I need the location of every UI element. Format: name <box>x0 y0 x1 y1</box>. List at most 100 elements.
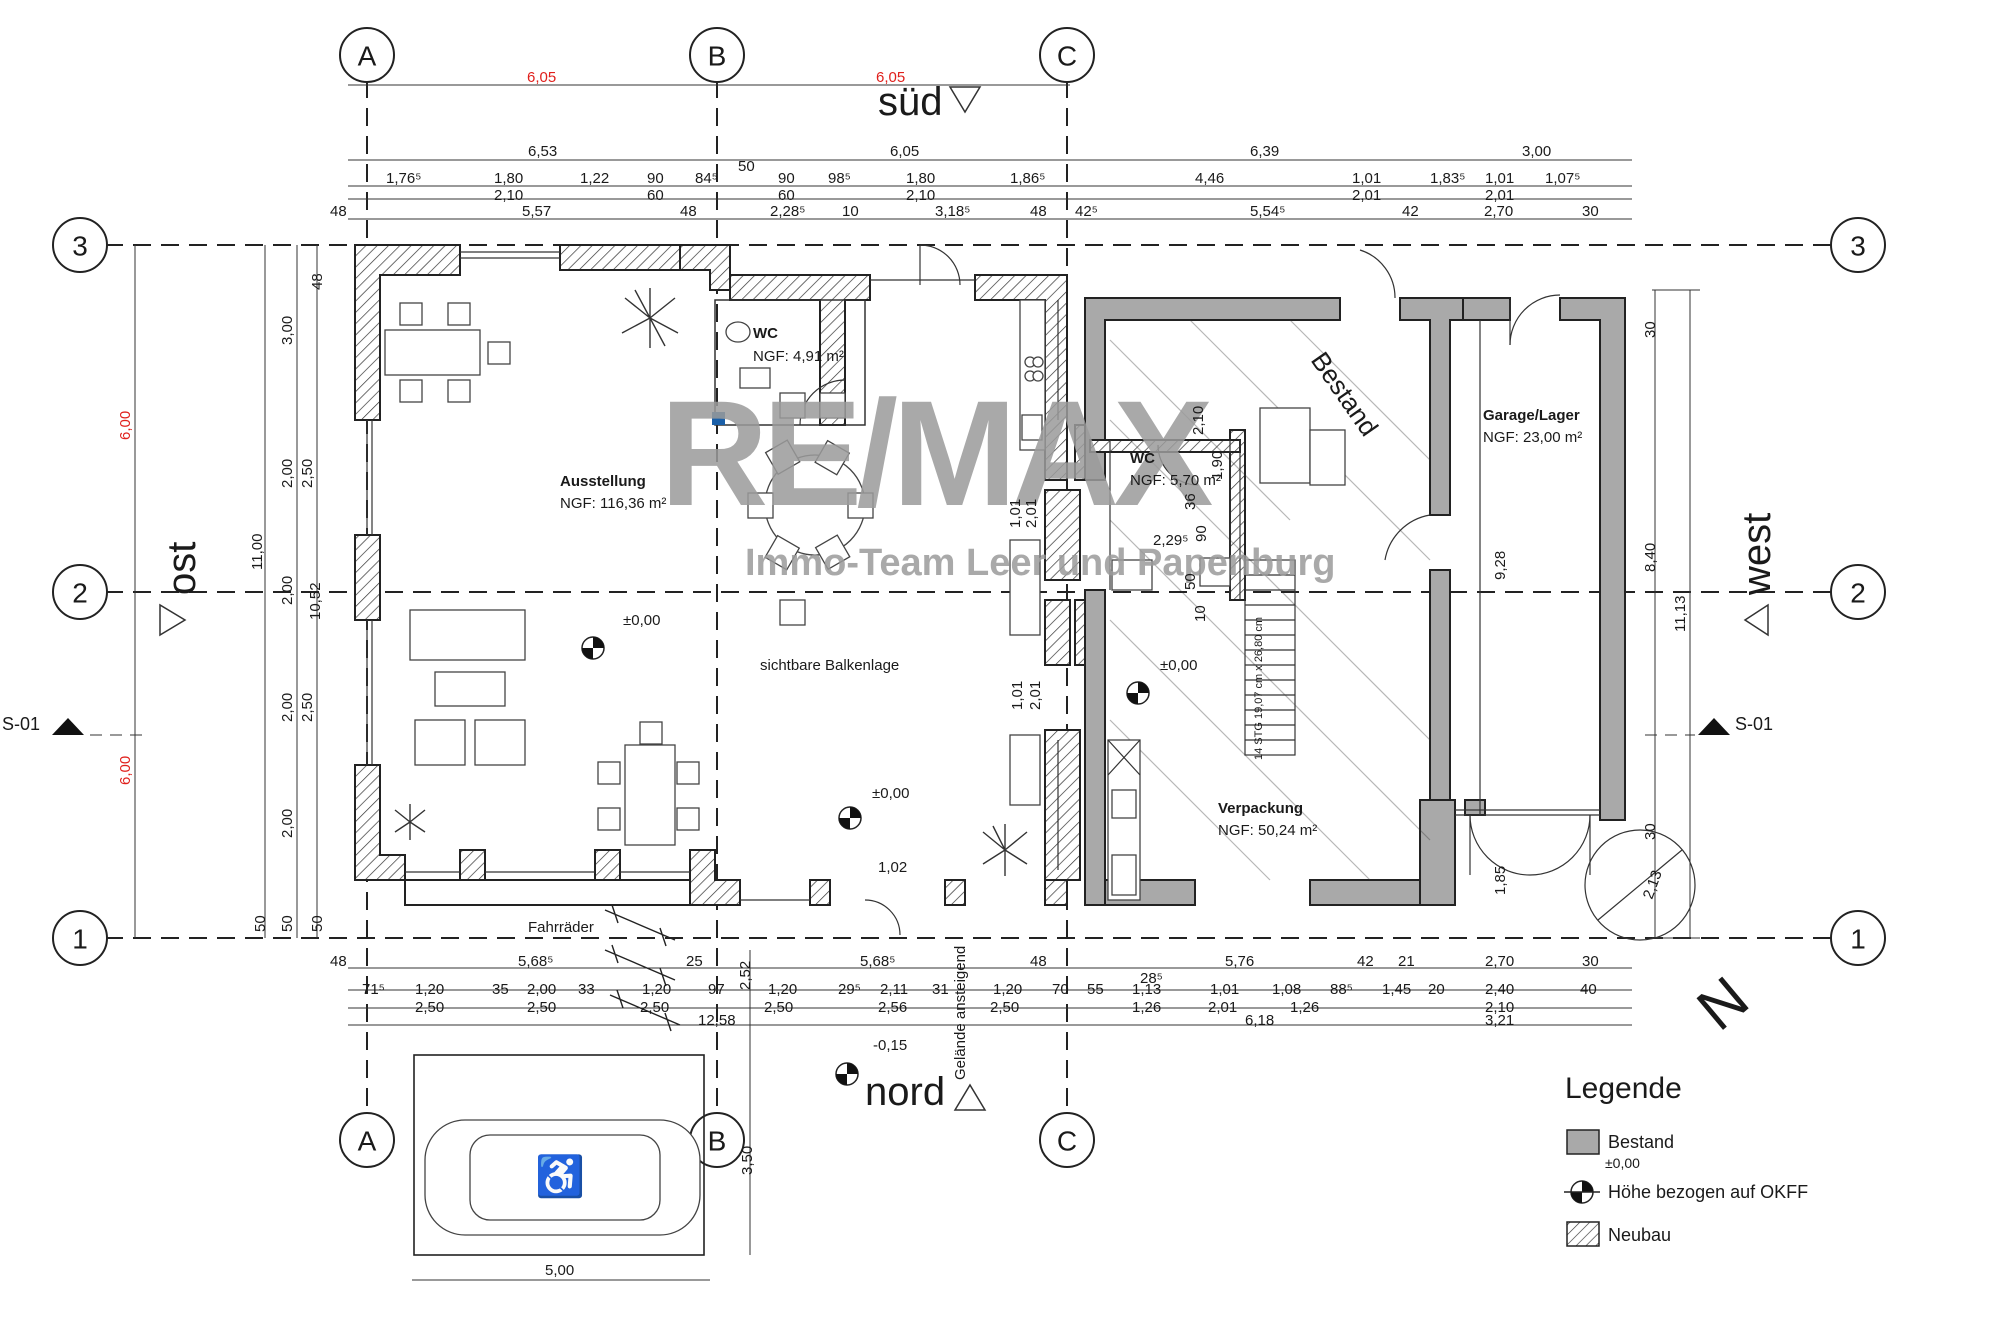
watermark-tagline: Immo-Team Leer und Papenburg <box>745 542 1335 584</box>
svg-text:5,00: 5,00 <box>545 1262 574 1279</box>
svg-text:40: 40 <box>1580 981 1597 998</box>
svg-text:98⁵: 98⁵ <box>828 170 851 187</box>
svg-text:30: 30 <box>1582 203 1599 220</box>
axis-bubbles: A B C A B C 3 2 1 3 2 1 <box>52 27 1886 1168</box>
svg-text:2,01: 2,01 <box>1485 187 1514 204</box>
svg-text:2,00: 2,00 <box>279 576 296 605</box>
axis-bubble-3-left: 3 <box>52 217 108 273</box>
svg-text:3: 3 <box>72 231 88 262</box>
bottom-dimensions: 48 5,68⁵ 25 5,68⁵ 48 28⁵ 5,76 42 21 2,70… <box>330 859 1599 1279</box>
axis-bubble-a-top: A <box>339 27 395 83</box>
stair: 14 STG 19,07 cm x 26,80 cm <box>1244 559 1296 760</box>
furniture <box>384 302 874 846</box>
right-dimensions: 30 9,28 8,40 11,13 30 1,85 2,13 <box>1492 321 1689 901</box>
svg-text:6,05: 6,05 <box>876 69 905 86</box>
svg-text:A: A <box>358 1126 377 1157</box>
svg-text:50: 50 <box>309 915 326 932</box>
watermark-logo: RE/MAX <box>660 369 1212 537</box>
svg-text:C: C <box>1057 1126 1077 1157</box>
svg-text:3,50: 3,50 <box>739 1146 756 1175</box>
legend-level-icon <box>1564 1180 1600 1204</box>
svg-text:1: 1 <box>1850 924 1866 955</box>
svg-text:2,50: 2,50 <box>527 999 556 1016</box>
note-beams: sichtbare Balkenlage <box>760 657 899 674</box>
svg-text:90: 90 <box>647 170 664 187</box>
svg-text:12,58: 12,58 <box>698 1012 736 1029</box>
svg-text:2,11: 2,11 <box>880 981 908 998</box>
svg-text:1,01: 1,01 <box>1352 170 1381 187</box>
legend-level-value: ±0,00 <box>1605 1155 1640 1171</box>
svg-text:14 STG 19,07 cm x 26,80 cm: 14 STG 19,07 cm x 26,80 cm <box>1253 617 1265 760</box>
axis-bubble-1-right: 1 <box>1830 910 1886 966</box>
svg-text:3,00: 3,00 <box>1522 143 1551 160</box>
svg-text:21: 21 <box>1398 953 1415 970</box>
walls-existing <box>1084 297 1626 906</box>
svg-text:30: 30 <box>1582 953 1599 970</box>
svg-text:3,21: 3,21 <box>1485 1012 1514 1029</box>
svg-text:5,68⁵: 5,68⁵ <box>860 953 895 970</box>
svg-text:B: B <box>708 41 727 72</box>
svg-text:50: 50 <box>1182 573 1199 590</box>
svg-text:4,46: 4,46 <box>1195 170 1224 187</box>
svg-text:2: 2 <box>72 578 88 609</box>
svg-text:1,26: 1,26 <box>1132 999 1161 1016</box>
room-area-verpackung: NGF: 50,24 m² <box>1218 822 1317 839</box>
legend-swatch-new <box>1566 1221 1600 1247</box>
axis-bubble-a-bottom: A <box>339 1112 395 1168</box>
svg-text:C: C <box>1057 41 1077 72</box>
legend: Legende Bestand ±0,00 Höhe bezogen auf O… <box>1564 1072 1808 1247</box>
svg-text:2,10: 2,10 <box>1190 406 1207 435</box>
svg-text:6,00: 6,00 <box>117 411 134 440</box>
svg-text:B: B <box>708 1126 727 1157</box>
svg-text:2,50: 2,50 <box>764 999 793 1016</box>
legend-title: Legende <box>1565 1072 1682 1105</box>
svg-text:1,45: 1,45 <box>1382 981 1411 998</box>
svg-text:2,00: 2,00 <box>279 459 296 488</box>
axis-bubble-c-bottom: C <box>1039 1112 1095 1168</box>
legend-label-level: Höhe bezogen auf OKFF <box>1608 1182 1808 1202</box>
svg-text:50: 50 <box>738 158 755 175</box>
svg-text:88⁵: 88⁵ <box>1330 981 1353 998</box>
svg-text:71⁵: 71⁵ <box>362 981 385 998</box>
svg-text:50: 50 <box>252 915 269 932</box>
svg-text:3: 3 <box>1850 231 1866 262</box>
room-name-garage: Garage/Lager <box>1483 407 1580 424</box>
dimension-lines <box>134 84 1700 1281</box>
left-dimensions: 48 3,00 2,00 2,50 2,00 2,00 2,50 2,00 50… <box>249 273 326 932</box>
svg-text:6,05: 6,05 <box>527 69 556 86</box>
svg-text:2,50: 2,50 <box>299 693 316 722</box>
svg-text:3,18⁵: 3,18⁵ <box>935 203 970 220</box>
direction-east: ost <box>160 542 204 595</box>
svg-text:1,80: 1,80 <box>494 170 523 187</box>
svg-text:2: 2 <box>1850 578 1866 609</box>
direction-west: west <box>1735 513 1779 596</box>
svg-text:2,01: 2,01 <box>1352 187 1381 204</box>
svg-text:2,52: 2,52 <box>737 961 754 990</box>
svg-text:±0,00: ±0,00 <box>872 785 909 802</box>
svg-text:90: 90 <box>778 170 795 187</box>
svg-text:30: 30 <box>1642 321 1659 338</box>
svg-text:5,57: 5,57 <box>522 203 551 220</box>
svg-text:90: 90 <box>1193 525 1210 542</box>
svg-text:2,10: 2,10 <box>1485 999 1514 1016</box>
axis-bubble-2-right: 2 <box>1830 564 1886 620</box>
svg-text:8,40: 8,40 <box>1642 543 1659 572</box>
legend-swatch-existing <box>1566 1129 1600 1155</box>
svg-text:1,08: 1,08 <box>1272 981 1301 998</box>
level-labels: ±0,00 ±0,00 ±0,00 -0,15 <box>623 612 1197 1054</box>
direction-north: nord <box>865 1070 945 1114</box>
svg-text:2,70: 2,70 <box>1485 953 1514 970</box>
svg-text:-0,15: -0,15 <box>873 1037 907 1054</box>
svg-text:48: 48 <box>309 273 326 290</box>
room-area-ausstellung: NGF: 116,36 m² <box>560 495 666 512</box>
wc-box <box>712 299 866 426</box>
svg-text:42⁵: 42⁵ <box>1075 203 1098 220</box>
plant-icons <box>394 288 1028 876</box>
svg-text:1: 1 <box>72 924 88 955</box>
svg-text:1,85: 1,85 <box>1492 866 1509 895</box>
svg-text:35: 35 <box>492 981 509 998</box>
svg-text:2,00: 2,00 <box>279 809 296 838</box>
svg-text:6,18: 6,18 <box>1245 1012 1274 1029</box>
svg-text:28⁵: 28⁵ <box>1140 970 1163 987</box>
